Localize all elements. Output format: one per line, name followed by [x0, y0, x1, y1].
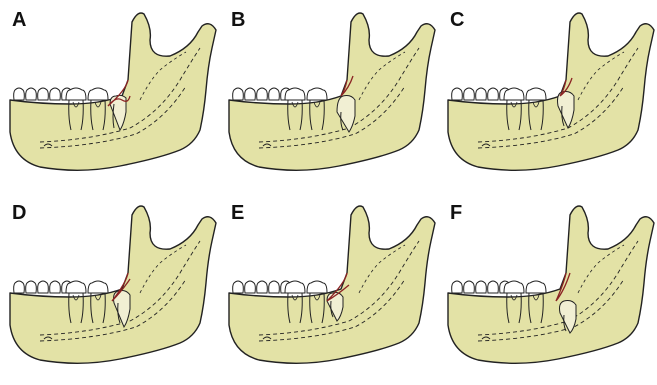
mandible-panel: B	[219, 0, 438, 192]
anterior-tooth	[233, 281, 244, 293]
mandible-panel: D	[0, 193, 219, 385]
anterior-tooth	[26, 88, 37, 100]
anterior-tooth	[233, 88, 244, 100]
mandible-panel: E	[219, 193, 438, 385]
anterior-tooth	[488, 281, 499, 293]
anterior-tooth	[14, 88, 25, 100]
anterior-tooth	[269, 281, 280, 293]
anterior-tooth	[245, 281, 256, 293]
mandible-drawing	[438, 0, 657, 192]
anterior-tooth	[245, 88, 256, 100]
anterior-tooth	[452, 281, 463, 293]
anterior-tooth	[38, 88, 49, 100]
anterior-tooth	[14, 281, 25, 293]
mandible-panel: F	[438, 193, 657, 385]
anterior-tooth	[50, 281, 61, 293]
anterior-tooth	[488, 88, 499, 100]
panel-label: E	[231, 203, 244, 223]
mandible-drawing	[0, 0, 219, 192]
anterior-tooth	[464, 88, 475, 100]
panel-label: C	[450, 10, 464, 30]
mandible-drawing	[438, 193, 657, 385]
anterior-tooth	[257, 88, 268, 100]
anterior-tooth	[50, 88, 61, 100]
anterior-tooth	[476, 88, 487, 100]
panel-label: B	[231, 10, 245, 30]
anterior-tooth	[464, 281, 475, 293]
panel-label: A	[12, 10, 26, 30]
anterior-tooth	[257, 281, 268, 293]
anterior-tooth	[476, 281, 487, 293]
anterior-tooth	[269, 88, 280, 100]
anterior-tooth	[26, 281, 37, 293]
anterior-tooth	[452, 88, 463, 100]
mandible-drawing	[219, 0, 438, 192]
mandible-panel: A	[0, 0, 219, 192]
panel-label: D	[12, 203, 26, 223]
mandible-drawing	[0, 193, 219, 385]
mandible-panel: C	[438, 0, 657, 192]
mandible-drawing	[219, 193, 438, 385]
anterior-tooth	[38, 281, 49, 293]
panel-label: F	[450, 203, 462, 223]
